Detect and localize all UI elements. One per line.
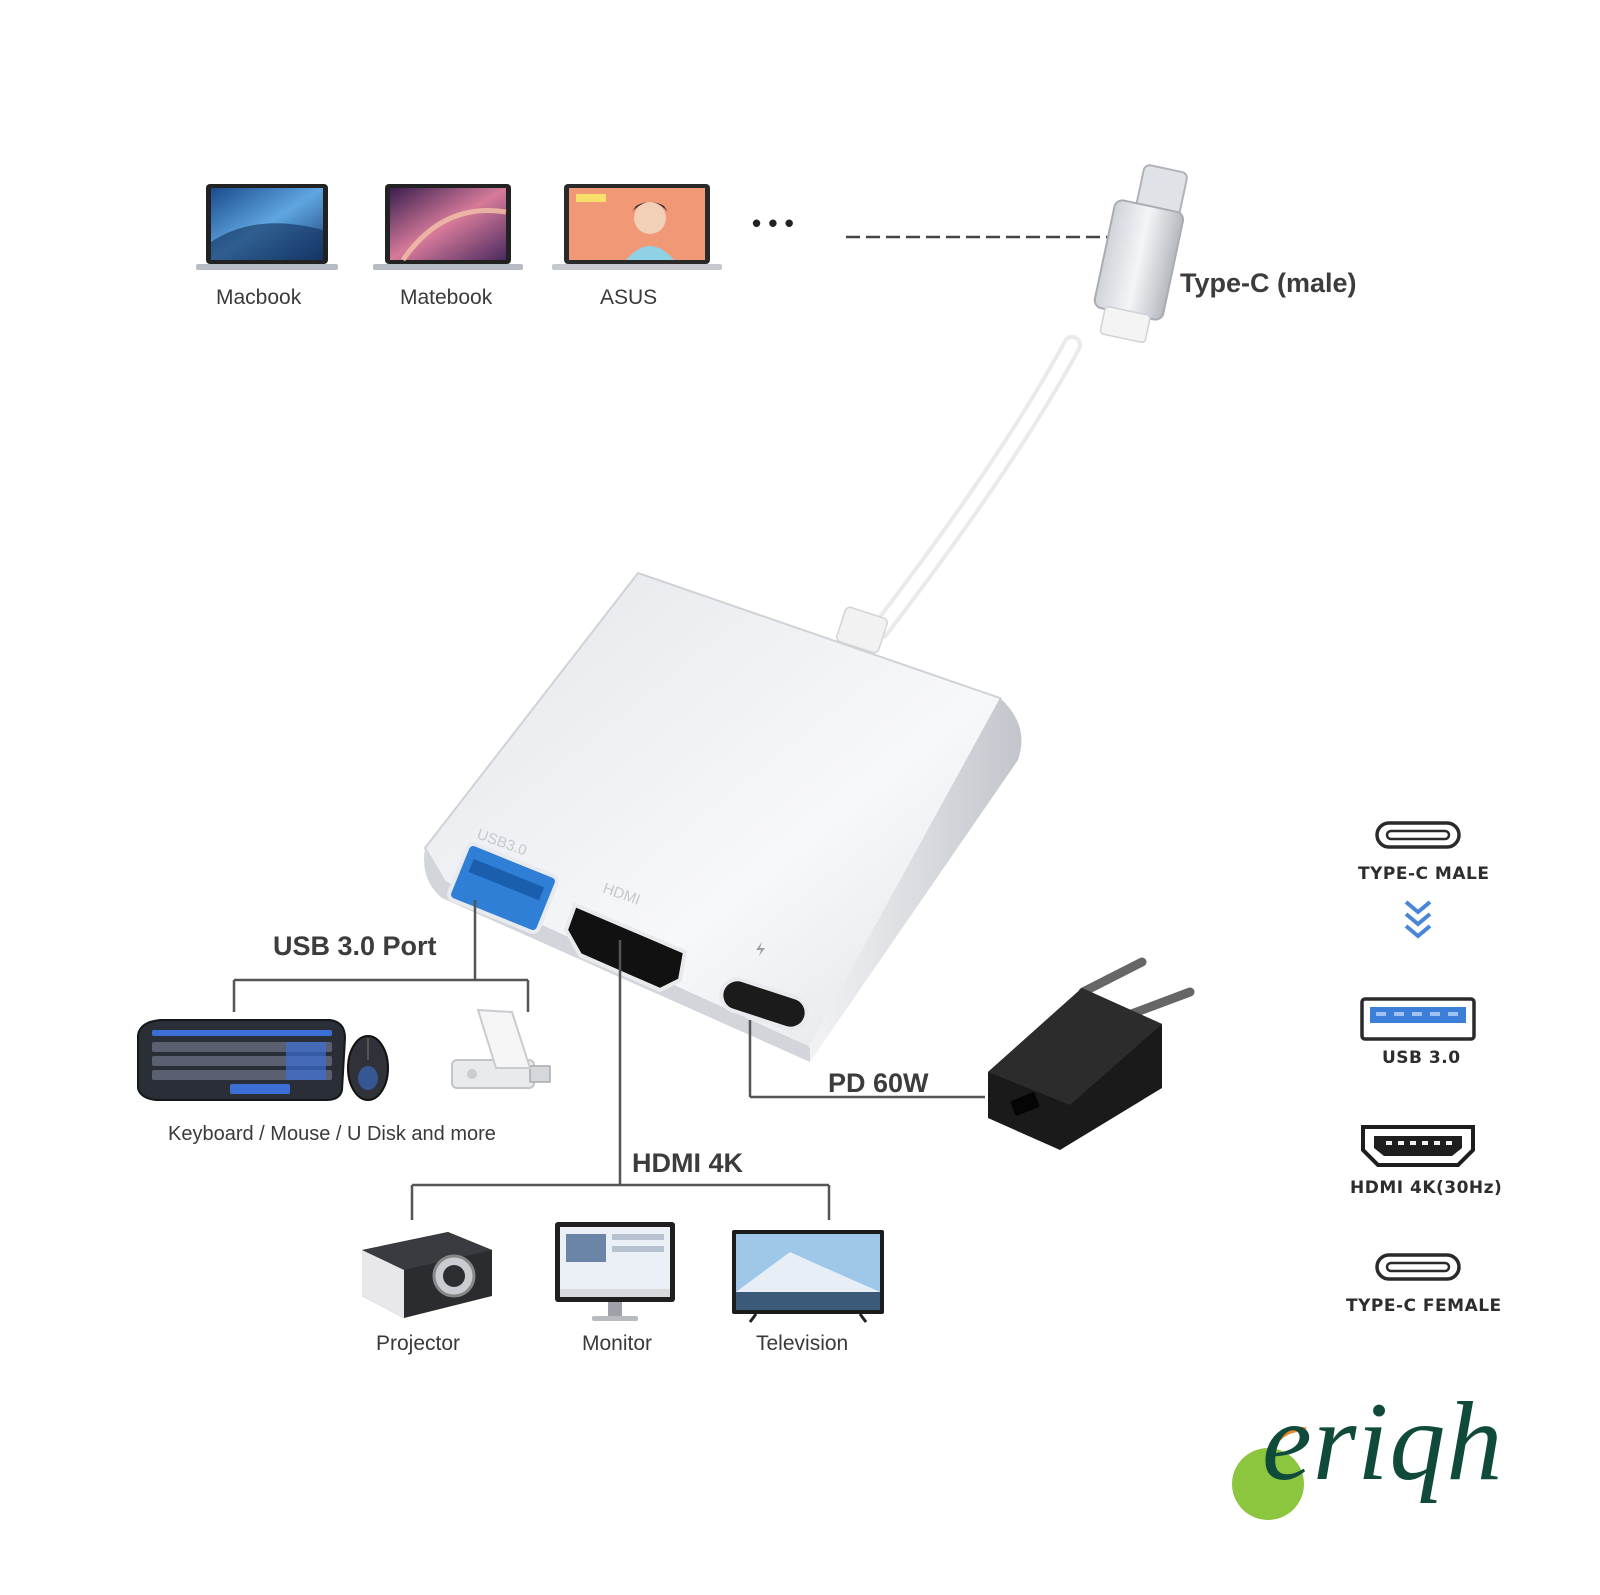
device-asus <box>552 182 722 278</box>
type-c-plug <box>1093 164 1188 344</box>
device-label-asus: ASUS <box>600 286 658 309</box>
television-icon <box>732 1230 884 1323</box>
usb-branch-lines <box>232 900 530 1012</box>
hdmi-device-projector: Projector <box>376 1332 461 1355</box>
device-macbook <box>196 182 338 278</box>
down-arrows-icon <box>1404 900 1432 939</box>
usb-port-label: USB 3.0 Port <box>273 931 437 961</box>
legend-label-type-c-female: TYPE-C FEMALE <box>1346 1296 1502 1316</box>
pd-branch-line <box>748 1020 985 1099</box>
hdmi-port-icon <box>1361 1125 1475 1167</box>
hdmi-label: HDMI 4K <box>632 1148 744 1178</box>
legend-label-usb: USB 3.0 <box>1382 1048 1461 1068</box>
usb-port-icon <box>1360 997 1476 1041</box>
device-label-matebook: Matebook <box>400 286 493 309</box>
hdmi-device-monitor: Monitor <box>582 1332 653 1355</box>
brand-leaf-icon <box>1232 1426 1307 1520</box>
hub-hdmi-port <box>563 902 688 993</box>
legend-label-hdmi: HDMI 4K(30Hz) <box>1350 1178 1503 1198</box>
usb-stick-icon <box>451 1008 551 1089</box>
usb-devices-caption: Keyboard / Mouse / U Disk and more <box>168 1123 496 1145</box>
brand-logo: eriqh <box>1262 1380 1504 1504</box>
keyboard-icon <box>137 1019 347 1101</box>
device-label-macbook: Macbook <box>216 286 302 309</box>
projector-icon <box>362 1232 492 1318</box>
laptop-icon <box>552 184 722 270</box>
hub-type-c-port <box>719 977 809 1031</box>
monitor-icon <box>555 1222 675 1321</box>
laptop-icon <box>373 184 523 270</box>
charger-icon <box>988 957 1195 1150</box>
hdmi-device-television: Television <box>756 1332 849 1355</box>
type-c-male-label: Type-C (male) <box>1180 268 1357 298</box>
type-c-port-icon <box>1375 1253 1461 1281</box>
legend-label-type-c-male: TYPE-C MALE <box>1358 864 1490 884</box>
device-matebook <box>373 182 523 278</box>
hub-usb-port <box>447 842 559 934</box>
more-devices-ellipsis: • • • <box>752 208 794 238</box>
type-c-port-icon <box>1375 821 1461 849</box>
pd-label: PD 60W <box>828 1068 929 1098</box>
hdmi-branch-lines <box>410 940 831 1220</box>
mouse-icon <box>347 1035 389 1101</box>
laptop-icon <box>196 184 338 270</box>
usb-c-hub: USB3.0 HDMI <box>423 571 1022 1062</box>
